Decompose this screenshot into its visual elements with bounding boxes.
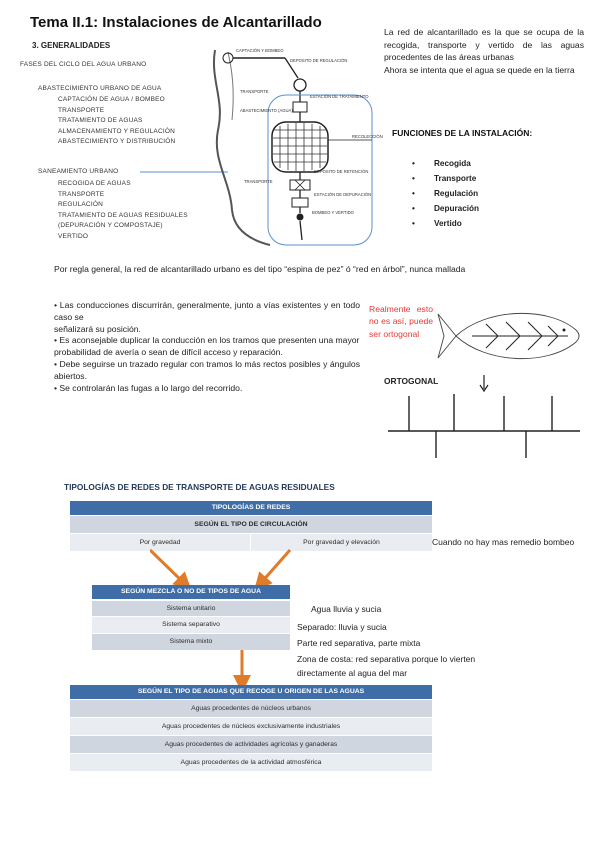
bullet-item: • Es aconsejable duplicar la conducción …: [54, 335, 360, 358]
label-estacion-depuracion: ESTACIÓN DE DEPURACIÓN: [314, 192, 371, 197]
list-item: TRATAMIENTO DE AGUAS RESIDUALES: [58, 211, 188, 219]
table-row: Aguas procedentes de la actividad atmosf…: [70, 754, 432, 771]
label-deposito-retencion: DEPOSITO DE RETENCIÓN: [314, 169, 368, 174]
orthogonal-network-diagram: [388, 375, 580, 458]
table-row: Aguas procedentes de núcleos urbanos: [70, 700, 432, 717]
red-note: Realmente esto no es así, puede ser orto…: [369, 304, 433, 339]
typologies-header: TIPOLOGÍAS DE REDES: [70, 501, 432, 515]
list-item: Vertido: [412, 216, 479, 231]
city-outline: [267, 94, 373, 246]
functions-title: FUNCIONES DE LA INSTALACIÓN:: [392, 128, 533, 138]
table-row-separativo: Sistema separativo: [92, 617, 290, 633]
intro-text: La red de alcantarillado es la que se oc…: [384, 27, 584, 75]
list-item: REGULACIÓN: [58, 201, 103, 208]
list-item: ALMACENAMIENTO Y REGULACIÓN: [58, 127, 176, 135]
origin-header: SEGÚN EL TIPO DE AGUAS QUE RECOGE U ORIG…: [70, 685, 432, 699]
fish-network-diagram: [437, 313, 580, 359]
note-costa-2: directamente al agua del mar: [297, 668, 408, 678]
bullet-item: • Debe seguirse un trazado regular con t…: [54, 358, 360, 381]
functions-list: Recogida Transporte Regulación Depuració…: [412, 156, 479, 231]
list-item: CAPTACIÓN DE AGUA / BOMBEO: [58, 96, 165, 103]
list-item: Depuración: [412, 201, 479, 216]
list-item: TRATAMIENTO DE AGUAS: [58, 117, 143, 124]
river-path: [213, 49, 271, 246]
label-deposito-regulacion: DEPOSITO DE REGULACIÓN: [290, 58, 347, 63]
network-paragraph: Por regla general, la red de alcantarill…: [54, 264, 466, 274]
bullet-item: • Se controlarán las fugas a lo largo de…: [54, 382, 243, 393]
list-item: VERTIDO: [58, 232, 89, 240]
note-mixto: Parte red separativa, parte mixta: [297, 638, 421, 648]
table-cell-gravedad-elevacion: Por gravedad y elevación: [251, 534, 432, 551]
saneamiento-list: RECOGIDA DE AGUAS TRANSPORTE REGULACIÓN …: [58, 179, 188, 242]
bullet-list: • Las conducciones discurrirán, generalm…: [54, 300, 360, 394]
list-item: Regulación: [412, 186, 479, 201]
mixing-header: SEGÚN MEZCLA O NO DE TIPOS DE AGUA: [92, 585, 290, 599]
note-unitario: Agua lluvia y sucia: [311, 604, 382, 614]
bullet-item: • Las conducciones discurrirán, generalm…: [54, 300, 360, 334]
label-abastecimiento: ABASTECIMIENTO (AGUA): [240, 108, 293, 113]
arrow-right: [254, 549, 292, 591]
label-transporte-top: TRANSPORTE: [240, 89, 269, 94]
phases-title: FASES DEL CICLO DEL AGUA URBANO: [20, 61, 147, 68]
label-recoleccion: RECOLECCIÓN: [352, 134, 383, 139]
deposito-node: [293, 78, 307, 92]
label-estacion-tratamiento: ESTACIÓN DE TRATAMIENTO: [310, 94, 369, 99]
tratamiento-box: [292, 101, 308, 113]
water-cycle-diagram: CAPTACIÓN Y BOMBEO DEPOSITO DE REGULACIÓ…: [140, 48, 383, 246]
label-transporte-bottom: TRANSPORTE: [244, 179, 273, 184]
orthogonal-label: ORTOGONAL: [384, 376, 439, 386]
arrow-left: [150, 548, 192, 591]
note-bombeo: Cuando no hay mas remedio bombeo: [432, 537, 575, 547]
table-row: Aguas procedentes de núcleos exclusivame…: [70, 718, 432, 735]
list-item: ABASTECIMIENTO Y DISTRIBUCIÓN: [58, 138, 176, 145]
circulation-header: SEGÚN EL TIPO DE CIRCULACIÓN: [70, 516, 432, 533]
list-item: TRANSPORTE: [58, 190, 105, 198]
section-heading: 3. GENERALIDADES: [32, 41, 111, 50]
abastecimiento-list: CAPTACIÓN DE AGUA / BOMBEO TRANSPORTE TR…: [58, 95, 175, 148]
page-title: Tema II.1: Instalaciones de Alcantarilla…: [30, 14, 322, 31]
table-row-mixto: Sistema mixto: [92, 634, 290, 650]
list-item: Transporte: [412, 171, 479, 186]
note-costa-1: Zona de costa: red separativa porque lo …: [297, 654, 476, 664]
table-row-unitario: Sistema unitario: [92, 601, 290, 616]
table-cell-gravedad: Por gravedad: [70, 534, 250, 551]
table-row: Aguas procedentes de actividades agrícol…: [70, 736, 432, 753]
list-item: TRANSPORTE: [58, 106, 105, 114]
arrows-overlay: [150, 548, 292, 690]
depuracion-box: [291, 197, 309, 208]
list-item: (DEPURACIÓN Y COMPOSTAJE): [58, 222, 163, 229]
label-bombeo-vertido: BOMBEO Y VERTIDO: [312, 210, 355, 215]
captacion-node: [222, 52, 234, 64]
label-captacion: CAPTACIÓN Y BOMBEO: [236, 48, 284, 53]
saneamiento-title: SANEAMIENTO URBANO: [38, 168, 119, 175]
bombeo-node: [296, 213, 304, 221]
abastecimiento-title: ABASTECIMIENTO URBANO DE AGUA: [38, 85, 162, 92]
list-item: Recogida: [412, 156, 479, 171]
typologies-title: TIPOLOGÍAS DE REDES DE TRANSPORTE DE AGU…: [64, 482, 335, 492]
note-separativo: Separado: lluvia y sucia: [297, 622, 387, 632]
list-item: RECOGIDA DE AGUAS: [58, 180, 131, 187]
